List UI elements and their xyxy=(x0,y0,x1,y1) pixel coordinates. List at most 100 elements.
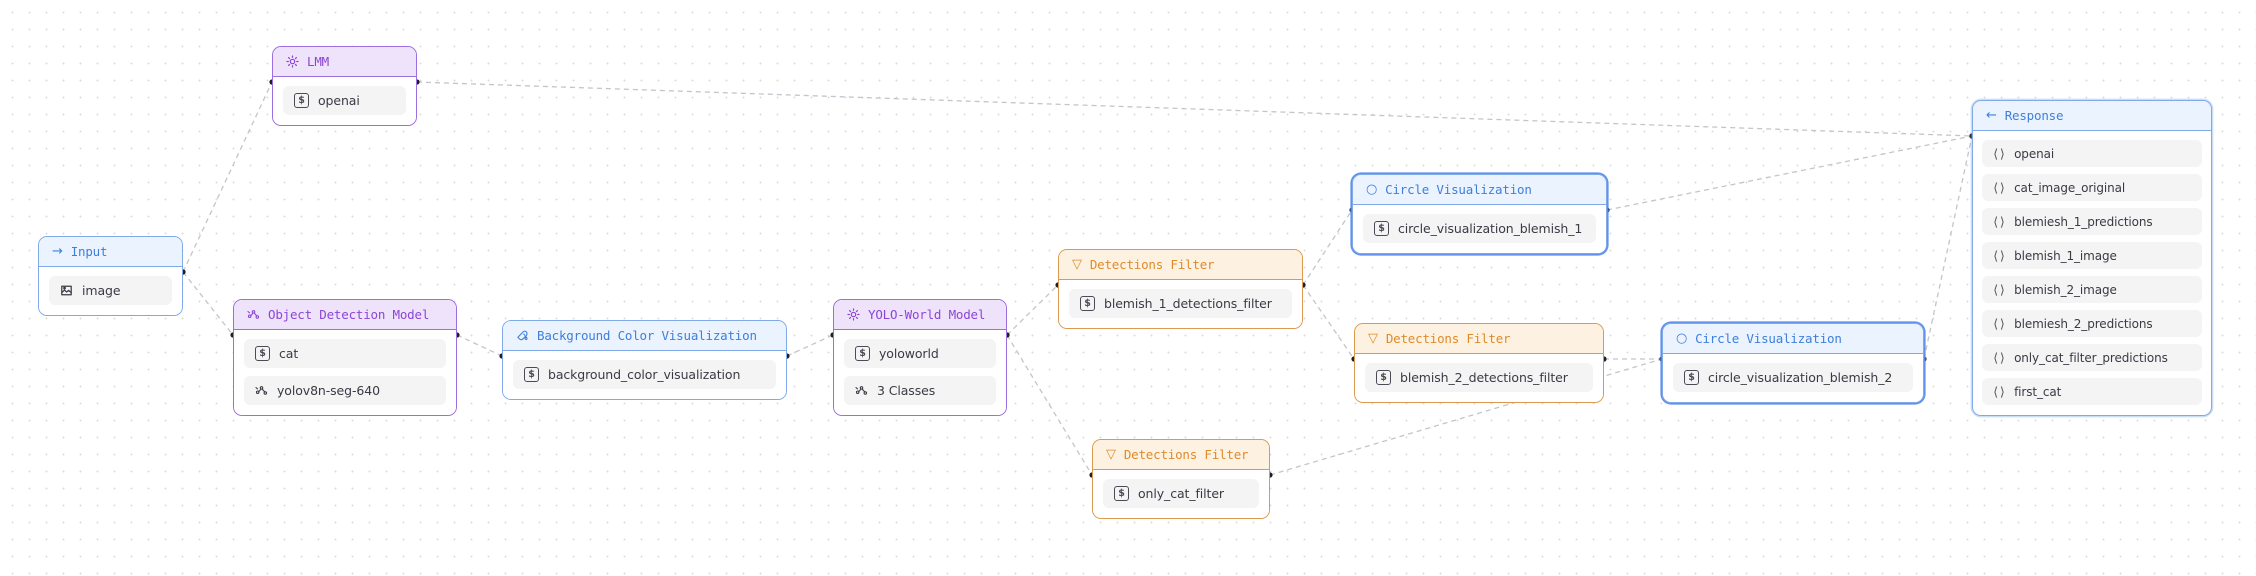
node-detections-filter-2[interactable]: ▽Detections Filter $ blemish_2_detections_… xyxy=(1354,323,1604,403)
edge-object-detection-model-to-background-color-visualization xyxy=(456,334,503,357)
dollar-square-icon: $ xyxy=(1080,296,1095,311)
response-item-label: blemiesh_2_predictions xyxy=(2014,316,2153,331)
node-body-circle-visualization-1: $ circle_visualization_blemish_1 xyxy=(1353,205,1606,253)
node-body-circle-visualization-2: $ circle_visualization_blemish_2 xyxy=(1663,354,1923,402)
node-header-background-color-visualization[interactable]: Background Color Visualization xyxy=(503,321,786,351)
node-row-label: cat xyxy=(279,346,299,361)
response-item[interactable]: ⟨⟩blemiesh_1_predictions xyxy=(1982,208,2202,235)
dollar-square-icon: $ xyxy=(1684,370,1699,385)
node-body-object-detection-model: $cat yolov8n-seg-640 xyxy=(234,330,456,415)
node-row-label: image xyxy=(82,283,121,298)
node-row[interactable]: $ only_cat_filter xyxy=(1103,479,1259,508)
braces-icon: ⟨⟩ xyxy=(1992,384,2006,399)
node-detections-filter-3[interactable]: ▽Detections Filter $ only_cat_filter xyxy=(1092,439,1270,519)
edge-yolo-world-model-to-detections-filter-3 xyxy=(1006,334,1093,476)
node-body-detections-filter-2: $ blemish_2_detections_filter xyxy=(1355,354,1603,402)
node-row-label: only_cat_filter xyxy=(1138,486,1224,501)
braces-icon: ⟨⟩ xyxy=(1992,214,2006,229)
node-row[interactable]: $ circle_visualization_blemish_1 xyxy=(1363,214,1596,243)
gear-icon xyxy=(286,55,299,68)
node-circle-visualization-1[interactable]: ○Circle Visualization $ circle_visualizati… xyxy=(1352,174,1607,254)
node-row-label: openai xyxy=(318,93,360,108)
dollar-square-icon: $ xyxy=(855,346,870,361)
node-row[interactable]: $ blemish_2_detections_filter xyxy=(1365,363,1593,392)
node-row[interactable]: image xyxy=(49,276,172,305)
node-yolo-world-model[interactable]: YOLO-World Model $ yoloworld 3 Classes xyxy=(833,299,1007,416)
node-header-circle-visualization-1[interactable]: ○Circle Visualization xyxy=(1353,175,1606,205)
response-item-label: openai xyxy=(2014,146,2055,161)
response-item-label: blemish_1_image xyxy=(2014,248,2117,263)
braces-icon: ⟨⟩ xyxy=(1992,316,2006,331)
response-item[interactable]: ⟨⟩ cat_image_original xyxy=(1982,174,2202,201)
node-row[interactable]: $ circle_visualization_blemish_2 xyxy=(1673,363,1913,392)
response-item[interactable]: ⟨⟩blemish_2_image xyxy=(1982,276,2202,303)
edge-circle-visualization-2-to-response xyxy=(1923,135,1973,360)
node-body-detections-filter-1: $ blemish_1_detections_filter xyxy=(1059,280,1302,328)
edge-circle-visualization-1-to-response xyxy=(1606,135,1973,211)
node-row-label: blemish_1_detections_filter xyxy=(1104,296,1272,311)
braces-icon: ⟨⟩ xyxy=(1992,146,2006,161)
node-row-label: blemish_2_detections_filter xyxy=(1400,370,1568,385)
edge-lmm-to-response xyxy=(416,81,1973,137)
node-body-detections-filter-3: $ only_cat_filter xyxy=(1093,470,1269,518)
node-title: Input xyxy=(70,244,108,259)
node-row[interactable]: $cat xyxy=(244,339,446,368)
node-row-label: circle_visualization_blemish_1 xyxy=(1398,221,1583,236)
node-body-yolo-world-model: $ yoloworld 3 Classes xyxy=(834,330,1006,415)
node-row[interactable]: $openai xyxy=(283,86,406,115)
funnel-icon: ▽ xyxy=(1106,447,1116,462)
edge-input-to-object-detection-model xyxy=(182,271,234,336)
node-title: Background Color Visualization xyxy=(537,328,757,343)
response-title: Response xyxy=(2004,108,2064,123)
response-body: ⟨⟩ openai ⟨⟩ cat_image_original ⟨⟩blemiesh_1… xyxy=(1973,131,2211,415)
node-header-input[interactable]: →Input xyxy=(39,237,182,267)
response-item[interactable]: ⟨⟩ blemiesh_2_predictions xyxy=(1982,310,2202,337)
node-row[interactable]: $ blemish_1_detections_filter xyxy=(1069,289,1292,318)
response-item-label: blemish_2_image xyxy=(2014,282,2117,297)
node-body-background-color-visualization: $background_color_visualization xyxy=(503,351,786,399)
circle-icon: ○ xyxy=(1676,331,1688,346)
response-item-label: cat_image_original xyxy=(2014,180,2126,195)
node-background-color-visualization[interactable]: Background Color Visualization $backgroun… xyxy=(502,320,787,400)
node-header-object-detection-model[interactable]: Object Detection Model xyxy=(234,300,456,330)
braces-icon: ⟨⟩ xyxy=(1992,180,2006,195)
paint-icon xyxy=(516,329,529,342)
node-title: Circle Visualization xyxy=(1385,182,1532,197)
node-title: LMM xyxy=(307,54,329,69)
node-row[interactable]: $ yoloworld xyxy=(844,339,996,368)
response-item[interactable]: ⟨⟩ openai xyxy=(1982,140,2202,167)
node-header-detections-filter-1[interactable]: ▽ Detections Filter xyxy=(1059,250,1302,280)
node-header-detections-filter-3[interactable]: ▽Detections Filter xyxy=(1093,440,1269,470)
node-row-label: yoloworld xyxy=(879,346,939,361)
response-item-label: first_cat xyxy=(2014,384,2062,399)
node-header-detections-filter-2[interactable]: ▽Detections Filter xyxy=(1355,324,1603,354)
response-item[interactable]: ⟨⟩blemish_1_image xyxy=(1982,242,2202,269)
node-row[interactable]: 3 Classes xyxy=(844,376,996,405)
node-header-lmm[interactable]: LMM xyxy=(273,47,416,77)
node-title: Detections Filter xyxy=(1089,257,1215,272)
node-circle-visualization-2[interactable]: ○Circle Visualization $ circle_visualizati… xyxy=(1662,323,1924,403)
dollar-square-icon: $ xyxy=(1114,486,1129,501)
node-row[interactable]: $background_color_visualization xyxy=(513,360,776,389)
response-item-label: only_cat_filter_predictions xyxy=(2014,350,2168,365)
response-item[interactable]: ⟨⟩ first_cat xyxy=(1982,378,2202,405)
node-row-label: circle_visualization_blemish_2 xyxy=(1708,370,1893,385)
response-item[interactable]: ⟨⟩ only_cat_filter_predictions xyxy=(1982,344,2202,371)
response-header[interactable]: ←Response xyxy=(1973,101,2211,131)
response-panel[interactable]: ←Response⟨⟩openai⟨⟩cat_image_original⟨⟩b… xyxy=(1972,100,2212,416)
dollar-square-icon: $ xyxy=(1376,370,1391,385)
node-object-detection-model[interactable]: Object Detection Model $cat yolov8n-seg-64… xyxy=(233,299,457,416)
node-lmm[interactable]: LMM $openai xyxy=(272,46,417,126)
braces-icon: ⟨⟩ xyxy=(1992,350,2006,365)
funnel-icon: ▽ xyxy=(1072,257,1082,272)
node-row[interactable]: yolov8n-seg-640 xyxy=(244,376,446,405)
node-header-yolo-world-model[interactable]: YOLO-World Model xyxy=(834,300,1006,330)
node-body-lmm: $openai xyxy=(273,77,416,125)
dollar-square-icon: $ xyxy=(1374,221,1389,236)
edge-detections-filter-1-to-circle-visualization-1 xyxy=(1302,209,1353,286)
node-header-circle-visualization-2[interactable]: ○Circle Visualization xyxy=(1663,324,1923,354)
node-detections-filter-1[interactable]: ▽ Detections Filter $ blemish_1_detections_… xyxy=(1058,249,1303,329)
node-input[interactable]: →Input image xyxy=(38,236,183,316)
node-title: Object Detection Model xyxy=(268,307,430,322)
